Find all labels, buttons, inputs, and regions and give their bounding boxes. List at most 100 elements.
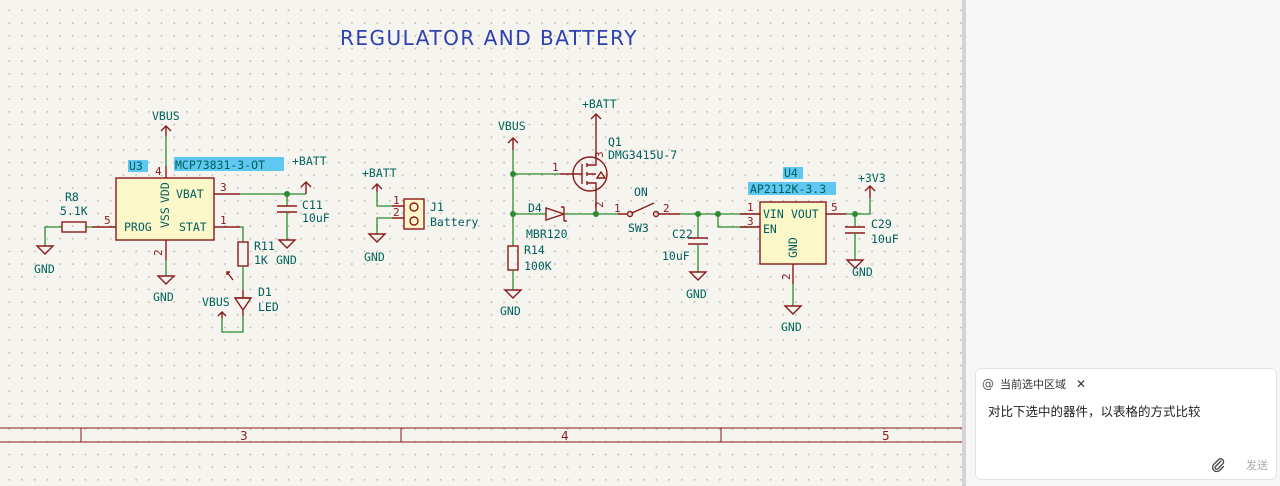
- svg-text:R14: R14: [524, 243, 545, 257]
- svg-text:GND: GND: [500, 304, 521, 318]
- u3-ref: U3: [129, 159, 143, 173]
- send-button[interactable]: 发送: [1246, 459, 1268, 472]
- u4-value: AP2112K-3.3: [750, 182, 826, 196]
- paperclip-icon[interactable]: [1210, 457, 1226, 473]
- svg-text:GND: GND: [852, 265, 873, 279]
- svg-text:J1: J1: [430, 200, 444, 214]
- svg-text:2: 2: [393, 206, 400, 219]
- svg-text:1: 1: [747, 201, 754, 214]
- svg-text:2: 2: [593, 201, 606, 208]
- context-chip-label: 当前选中区域: [1000, 378, 1066, 391]
- svg-text:1: 1: [220, 214, 227, 227]
- svg-text:3: 3: [747, 215, 754, 228]
- svg-text:GND: GND: [153, 290, 174, 304]
- chat-message-input[interactable]: 对比下选中的器件，以表格的方式比较: [988, 404, 1201, 419]
- svg-text:R11: R11: [254, 239, 275, 253]
- batt-power-symbol-q1[interactable]: +BATT: [582, 97, 617, 126]
- schematic-canvas[interactable]: REGULATOR AND BATTERY VBUS 4 U3 MCP73831…: [0, 0, 962, 486]
- svg-text:LED: LED: [258, 300, 279, 314]
- u4-ldo-regulator[interactable]: 1 3 5 2 VIN VOUT EN GND U4 AP2112K-3.3: [740, 166, 846, 284]
- gnd-symbol-u4[interactable]: GND: [781, 284, 803, 334]
- svg-text:C22: C22: [672, 227, 693, 241]
- panel-divider[interactable]: [962, 0, 966, 486]
- svg-text:VBAT: VBAT: [176, 187, 204, 201]
- svg-text:1: 1: [552, 161, 559, 174]
- svg-text:3: 3: [593, 151, 606, 158]
- svg-text:D1: D1: [258, 285, 272, 299]
- svg-text:VBUS: VBUS: [152, 109, 180, 123]
- u3-value: MCP73831-3-OT: [175, 158, 265, 172]
- at-icon: @: [982, 377, 994, 391]
- svg-text:10uF: 10uF: [871, 232, 899, 246]
- svg-text:5: 5: [882, 429, 890, 443]
- svg-text:MBR120: MBR120: [526, 227, 568, 241]
- svg-text:VIN: VIN: [763, 207, 784, 221]
- svg-text:VBUS: VBUS: [202, 295, 230, 309]
- schematic-sheet: REGULATOR AND BATTERY VBUS 4 U3 MCP73831…: [0, 26, 962, 443]
- svg-text:GND: GND: [276, 253, 297, 267]
- c22-capacitor[interactable]: C22 10uF GND: [662, 214, 708, 301]
- svg-text:5: 5: [831, 201, 838, 214]
- svg-text:5.1K: 5.1K: [60, 204, 88, 218]
- svg-text:VBUS: VBUS: [498, 119, 526, 133]
- 3v3-power-symbol[interactable]: +3V3: [858, 171, 886, 198]
- svg-text:10uF: 10uF: [662, 249, 690, 263]
- close-icon[interactable]: ✕: [1076, 377, 1087, 391]
- svg-text:1: 1: [393, 194, 400, 207]
- svg-text:+3V3: +3V3: [858, 171, 886, 185]
- svg-text:4: 4: [561, 429, 569, 443]
- batt-power-symbol-u3[interactable]: +BATT: [292, 154, 327, 194]
- svg-text:PROG: PROG: [124, 220, 152, 234]
- svg-text:Q1: Q1: [608, 135, 622, 149]
- svg-text:2: 2: [663, 202, 670, 215]
- u3-charger-ic[interactable]: 4 U3 MCP73831-3-OT VBAT PROG STAT VDD VS…: [92, 157, 284, 260]
- svg-text:3: 3: [220, 181, 227, 194]
- u4-ref: U4: [784, 166, 798, 180]
- svg-text:2: 2: [780, 273, 793, 280]
- sw3-switch[interactable]: ON 1 2 SW3: [614, 185, 680, 235]
- svg-text:GND: GND: [781, 320, 802, 334]
- r14-resistor[interactable]: R14 100K GND: [500, 243, 552, 318]
- svg-text:DMG3415U-7: DMG3415U-7: [608, 148, 677, 162]
- sheet-title: REGULATOR AND BATTERY: [340, 26, 638, 50]
- q1-pmos-transistor[interactable]: 1 3 2 Q1 DMG3415U-7: [552, 126, 677, 214]
- j1-battery-connector[interactable]: +BATT GND 1 2 J1 Battery: [362, 166, 479, 264]
- svg-text:100K: 100K: [524, 259, 552, 273]
- vbus-power-symbol-d1[interactable]: VBUS: [202, 295, 244, 333]
- svg-text:GND: GND: [34, 262, 55, 276]
- svg-text:ON: ON: [634, 185, 648, 199]
- svg-text:5: 5: [104, 214, 111, 227]
- context-chip[interactable]: @ 当前选中区域 ✕: [982, 374, 1086, 394]
- svg-text:10uF: 10uF: [302, 211, 330, 225]
- svg-text:GND: GND: [686, 287, 707, 301]
- gnd-symbol-u3[interactable]: GND: [153, 260, 176, 304]
- svg-text:3: 3: [240, 429, 248, 443]
- svg-text:2: 2: [152, 249, 165, 256]
- r8-resistor[interactable]: R8 5.1K GND: [34, 190, 92, 276]
- svg-text:GND: GND: [364, 250, 385, 264]
- chat-input-card[interactable]: @ 当前选中区域 ✕ 对比下选中的器件，以表格的方式比较 发送: [975, 368, 1277, 480]
- sheet-frame-border: 3 4 5: [0, 427, 962, 443]
- svg-text:STAT: STAT: [179, 220, 207, 234]
- svg-text:D4: D4: [528, 201, 542, 215]
- vbus-power-symbol-main[interactable]: VBUS: [498, 119, 526, 150]
- c11-capacitor[interactable]: C11 10uF: [277, 194, 330, 249]
- svg-text:Battery: Battery: [430, 215, 479, 229]
- d1-led[interactable]: D1 LED: [226, 271, 279, 316]
- svg-text:VSS: VSS: [158, 207, 172, 228]
- vbus-power-symbol-u3[interactable]: VBUS: [152, 109, 180, 136]
- svg-text:1: 1: [614, 202, 621, 215]
- svg-text:C29: C29: [871, 217, 892, 231]
- svg-text:+BATT: +BATT: [292, 154, 327, 168]
- svg-text:1K: 1K: [254, 253, 268, 267]
- c29-capacitor[interactable]: C29 10uF GND: [845, 214, 899, 279]
- svg-text:EN: EN: [763, 222, 777, 236]
- d4-schottky-diode[interactable]: D4 MBR120: [513, 201, 618, 241]
- svg-text:C11: C11: [302, 198, 323, 212]
- svg-text:4: 4: [155, 165, 162, 178]
- r11-resistor[interactable]: R11 1K GND: [237, 239, 297, 267]
- svg-text:+BATT: +BATT: [362, 166, 397, 180]
- svg-text:+BATT: +BATT: [582, 97, 617, 111]
- svg-text:VOUT: VOUT: [791, 207, 819, 221]
- svg-text:GND: GND: [786, 237, 800, 258]
